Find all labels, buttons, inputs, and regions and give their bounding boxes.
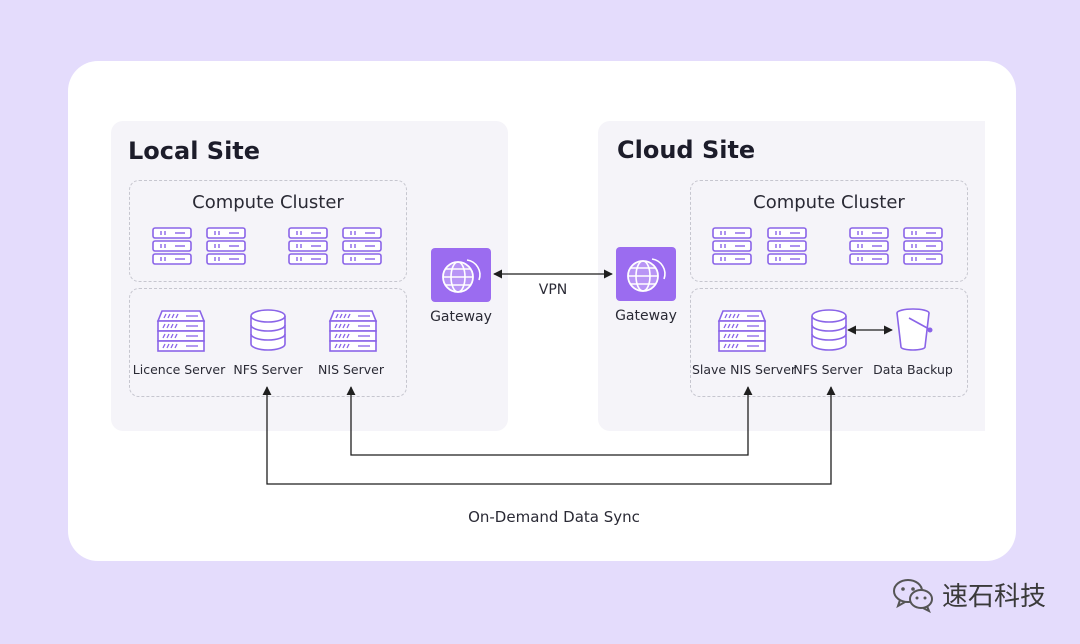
cloud-gateway-label: Gateway — [615, 308, 677, 324]
slave-nis-server-label: Slave NIS Server — [691, 362, 797, 377]
data-backup-label: Data Backup — [873, 362, 953, 377]
local-nfs-database-icon — [250, 309, 286, 351]
sync-label: On-Demand Data Sync — [468, 508, 640, 526]
cloud-gateway-icon — [615, 246, 677, 302]
nis-server-label: NIS Server — [318, 362, 384, 377]
slave-nis-server-icon — [718, 310, 766, 352]
local-compute-cluster-title: Compute Cluster — [192, 192, 344, 213]
cloud-nfs-server-label: NFS Server — [793, 362, 863, 377]
wechat-icon — [893, 578, 933, 613]
licence-server-label: Licence Server — [132, 362, 226, 377]
local-compute-cluster: Compute Cluster — [129, 180, 407, 282]
cloud-site-title: Cloud Site — [617, 136, 756, 164]
nis-server-icon — [329, 310, 377, 352]
brand-text: 速石科技 — [942, 582, 1047, 612]
cloud-rack-2-icon — [768, 228, 806, 264]
local-site-title: Local Site — [128, 137, 261, 165]
local-nfs-server-label: NFS Server — [233, 362, 303, 377]
local-rack-4-icon — [343, 228, 381, 264]
cloud-rack-4-icon — [904, 228, 942, 264]
licence-server-icon — [157, 310, 205, 352]
cloud-compute-cluster: Compute Cluster — [690, 180, 968, 282]
cloud-rack-1-icon — [713, 228, 751, 264]
nis-sync-connector — [346, 386, 753, 456]
local-services-group — [129, 288, 407, 397]
cloud-nfs-database-icon — [811, 309, 847, 351]
local-rack-1-icon — [153, 228, 191, 264]
local-rack-3-icon — [289, 228, 327, 264]
cloud-rack-3-icon — [850, 228, 888, 264]
local-rack-2-icon — [207, 228, 245, 264]
data-backup-bucket-icon — [896, 308, 933, 351]
local-gateway-icon — [430, 247, 492, 303]
nfs-sync-connector — [262, 386, 836, 485]
cloud-compute-cluster-title: Compute Cluster — [753, 192, 905, 213]
local-gateway-label: Gateway — [430, 309, 492, 325]
brand-watermark: 速石科技 — [892, 576, 1046, 613]
cloud-services-group — [690, 288, 968, 397]
vpn-label: VPN — [538, 282, 568, 298]
